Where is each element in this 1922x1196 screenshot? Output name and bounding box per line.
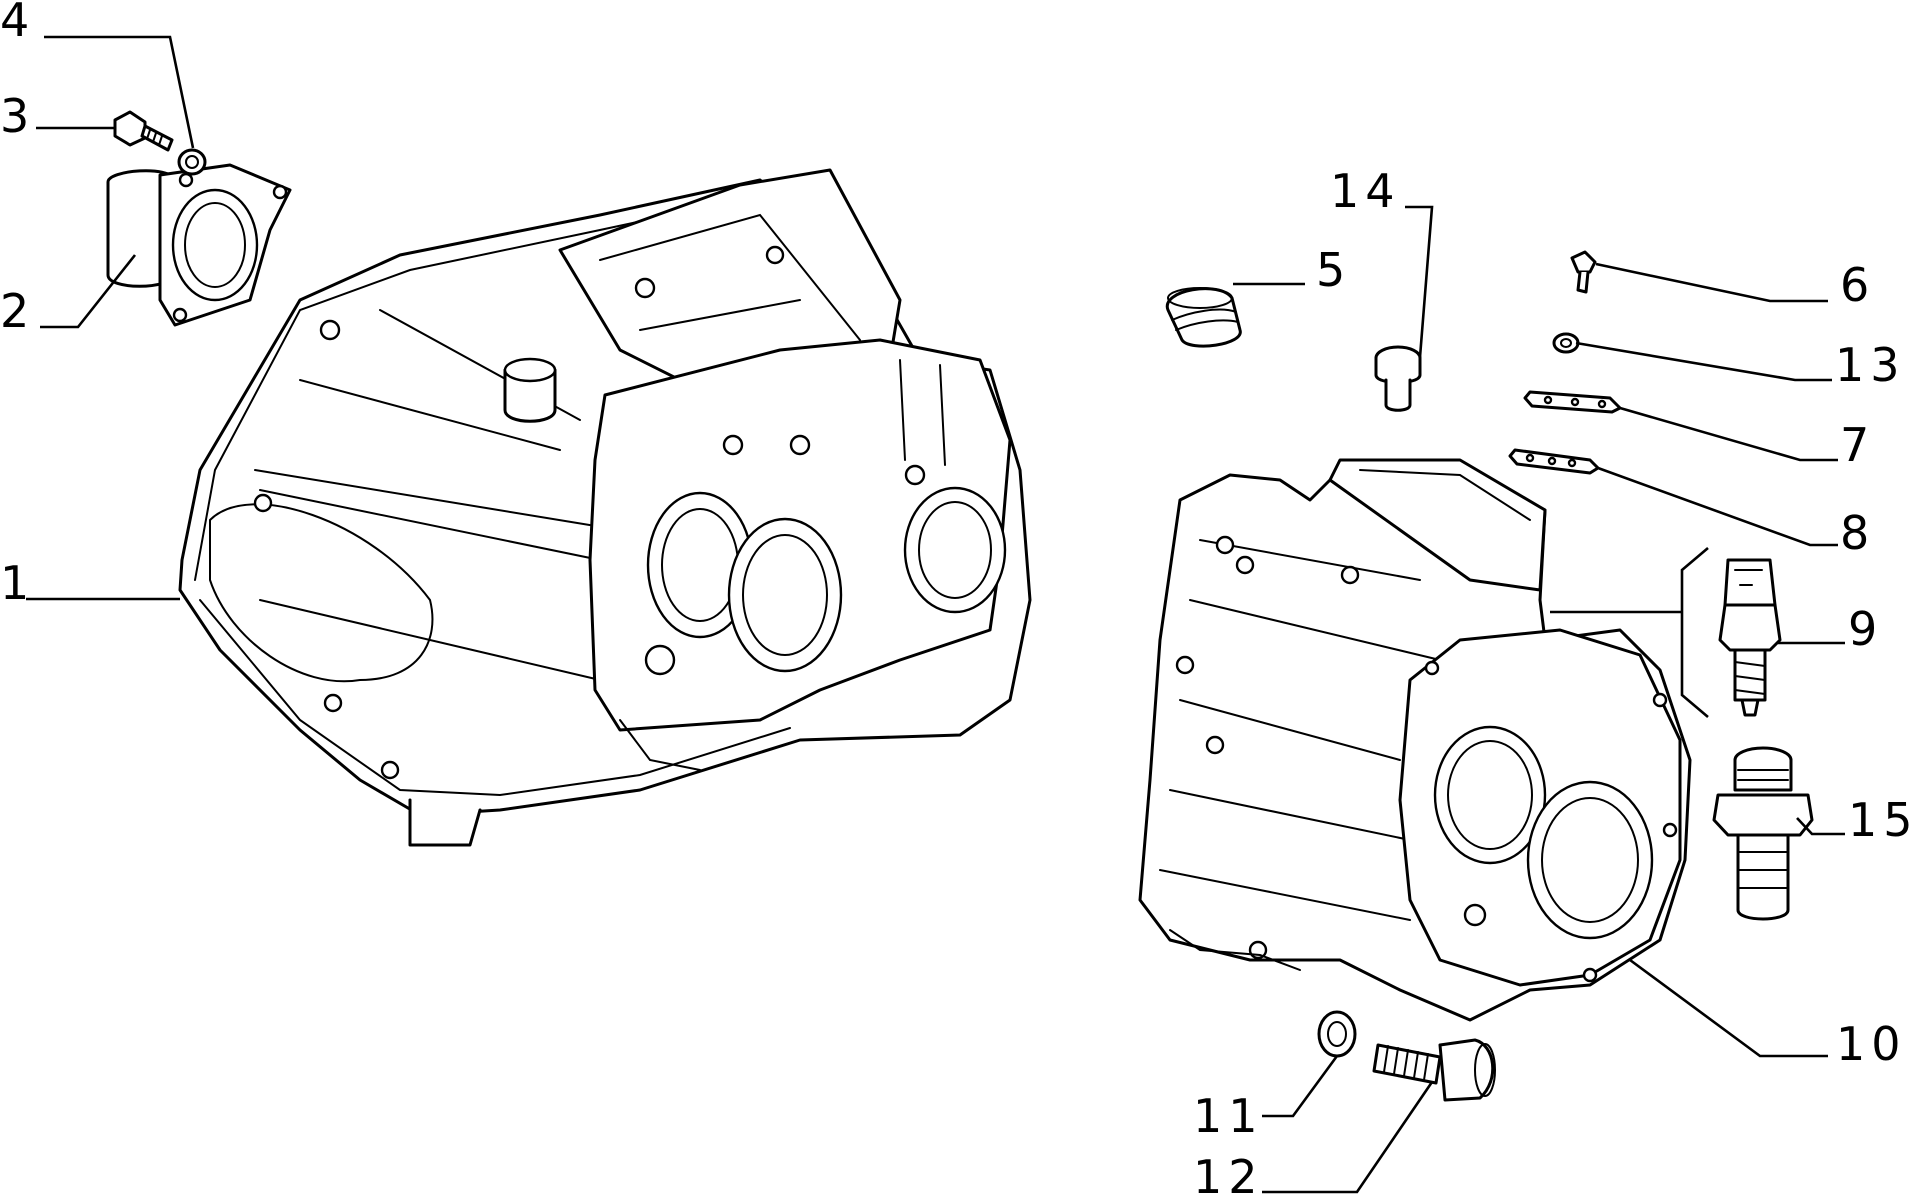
screw-part-6 [1570,250,1597,294]
leader-line-6 [1595,262,1828,303]
washer-part-4 [177,148,207,176]
bell-housing-part-1 [178,168,1032,847]
leader-line-15 [1796,817,1845,836]
leader-line-14 [1405,205,1434,358]
callout-10: 10 [1836,1017,1907,1071]
leader-line-9-bracket [1680,547,1709,718]
callout-2: 2 [0,284,35,338]
pin-part-14 [1374,345,1422,412]
bolt-part-12 [1372,1038,1496,1102]
leader-line-13 [1575,341,1832,382]
washer-part-11 [1317,1010,1357,1058]
callout-1: 1 [0,556,35,610]
leader-line-8 [1597,466,1838,547]
callout-6: 6 [1840,258,1875,312]
callout-5: 5 [1316,243,1351,297]
guide-sleeve-part-2 [106,163,292,327]
plate-part-8 [1508,448,1600,475]
fitting-part-15 [1712,746,1814,921]
leader-line-12 [1262,1081,1434,1194]
leader-lines [26,35,1845,1194]
callout-13: 13 [1835,338,1906,392]
callout-9: 9 [1848,602,1883,656]
washer-part-13 [1552,332,1580,354]
plate-part-7 [1523,390,1622,414]
leader-line-11 [1262,1055,1339,1118]
sensor-part-9 [1718,558,1782,717]
leader-line-2 [40,254,137,329]
callout-12: 12 [1193,1150,1264,1196]
leader-line-4 [44,35,195,149]
bolt-part-3 [113,110,174,152]
callout-4: 4 [0,0,35,47]
callout-3: 3 [0,89,35,143]
plug-part-5 [1165,287,1242,348]
callout-7: 7 [1840,418,1875,472]
gearbox-housing-part-10 [1138,458,1692,1022]
callout-8: 8 [1840,506,1875,560]
callout-15: 15 [1848,793,1919,847]
leader-line-7 [1619,406,1838,462]
callout-14: 14 [1330,164,1401,218]
leader-line-10 [1629,958,1828,1058]
callout-11: 11 [1193,1089,1264,1143]
